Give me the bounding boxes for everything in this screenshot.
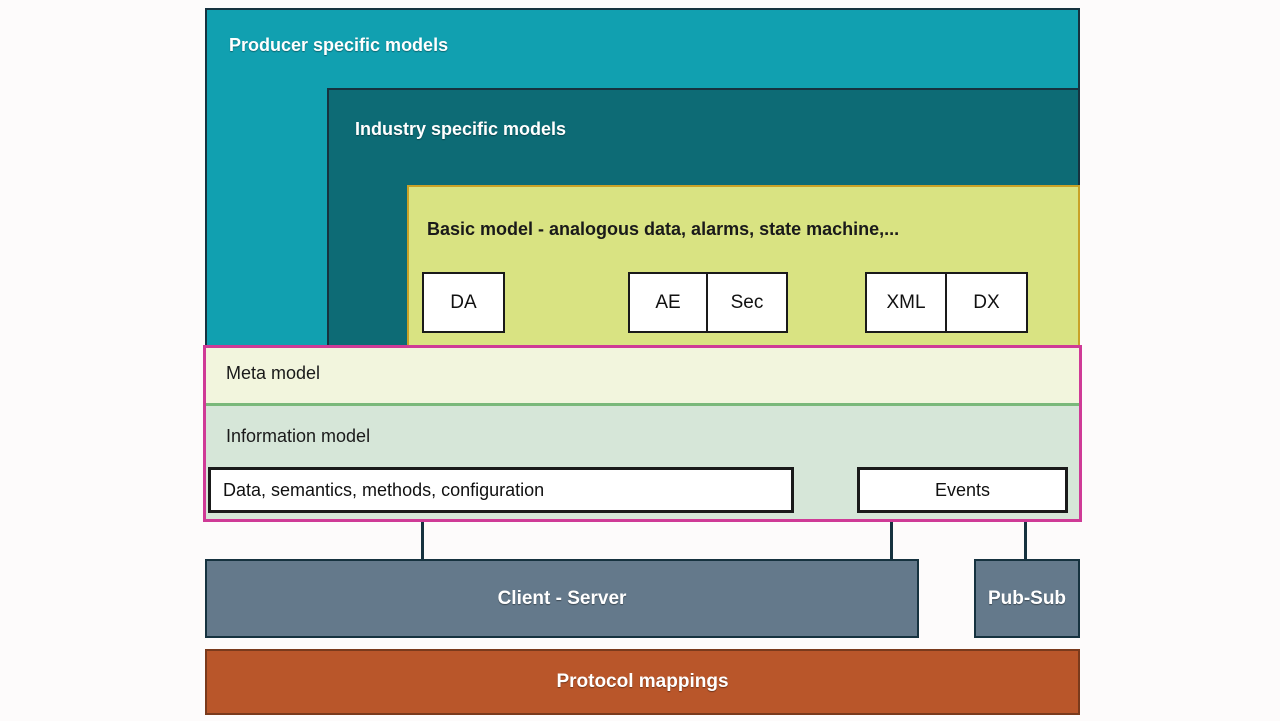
meta-model-section: Meta model [206,348,1079,406]
transport-bar-pub-sub: Pub-Sub [974,559,1080,638]
basic-model-box-da: DA [422,272,505,333]
basic-model-box-dx: DX [946,272,1028,333]
connector-events-to-pub-sub [1024,522,1027,560]
information-model-label: Information model [226,426,371,446]
protocol-mappings-bar: Protocol mappings [205,649,1080,715]
basic-model-box-sec: Sec [707,272,788,333]
connector-data-to-client-server [421,522,424,560]
basic-model-box-ae: AE [628,272,708,333]
connector-events-to-client-server [890,522,893,560]
information-model-box-events: Events [857,467,1068,513]
layer-producer-label: Producer specific models [229,35,449,55]
information-model-box-data: Data, semantics, methods, configuration [208,467,794,513]
meta-model-label: Meta model [226,363,321,383]
layer-industry-label: Industry specific models [355,119,567,139]
basic-model-box-xml: XML [865,272,947,333]
layer-basic-model-label: Basic model - analogous data, alarms, st… [427,219,900,239]
transport-bar-client-server: Client - Server [205,559,919,638]
